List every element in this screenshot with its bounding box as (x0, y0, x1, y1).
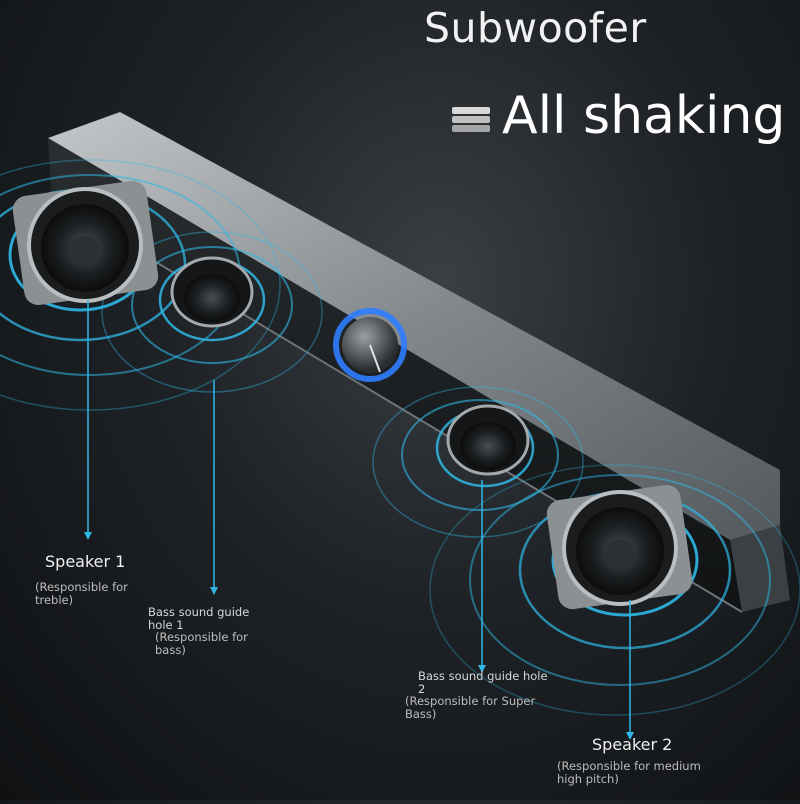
leader-lines (84, 300, 634, 740)
bass-hole-1 (170, 256, 254, 328)
bass-hole-1-label: Bass sound guide hole 1 (148, 605, 250, 632)
page-title: Subwoofer (424, 4, 647, 52)
volume-knob (333, 308, 407, 382)
speaker-2-note: (Responsible for medium high pitch) (557, 759, 701, 786)
bass-hole-2 (446, 404, 530, 476)
bass-hole-2-label: Bass sound guide hole 2 (418, 669, 548, 696)
speaker-1-label: Speaker 1 (45, 552, 126, 571)
speaker-stack-icon (452, 107, 490, 132)
page-subtitle: All shaking (502, 86, 786, 146)
bass-hole-1-note: (Responsible for bass) (155, 630, 248, 657)
speaker-1-note: (Responsible for treble) (35, 580, 128, 607)
bass-hole-2-note: (Responsible for Super Bass) (405, 694, 536, 721)
speaker-1-driver (12, 180, 159, 305)
speaker-2-driver (546, 485, 693, 610)
speaker-2-label: Speaker 2 (592, 735, 673, 754)
